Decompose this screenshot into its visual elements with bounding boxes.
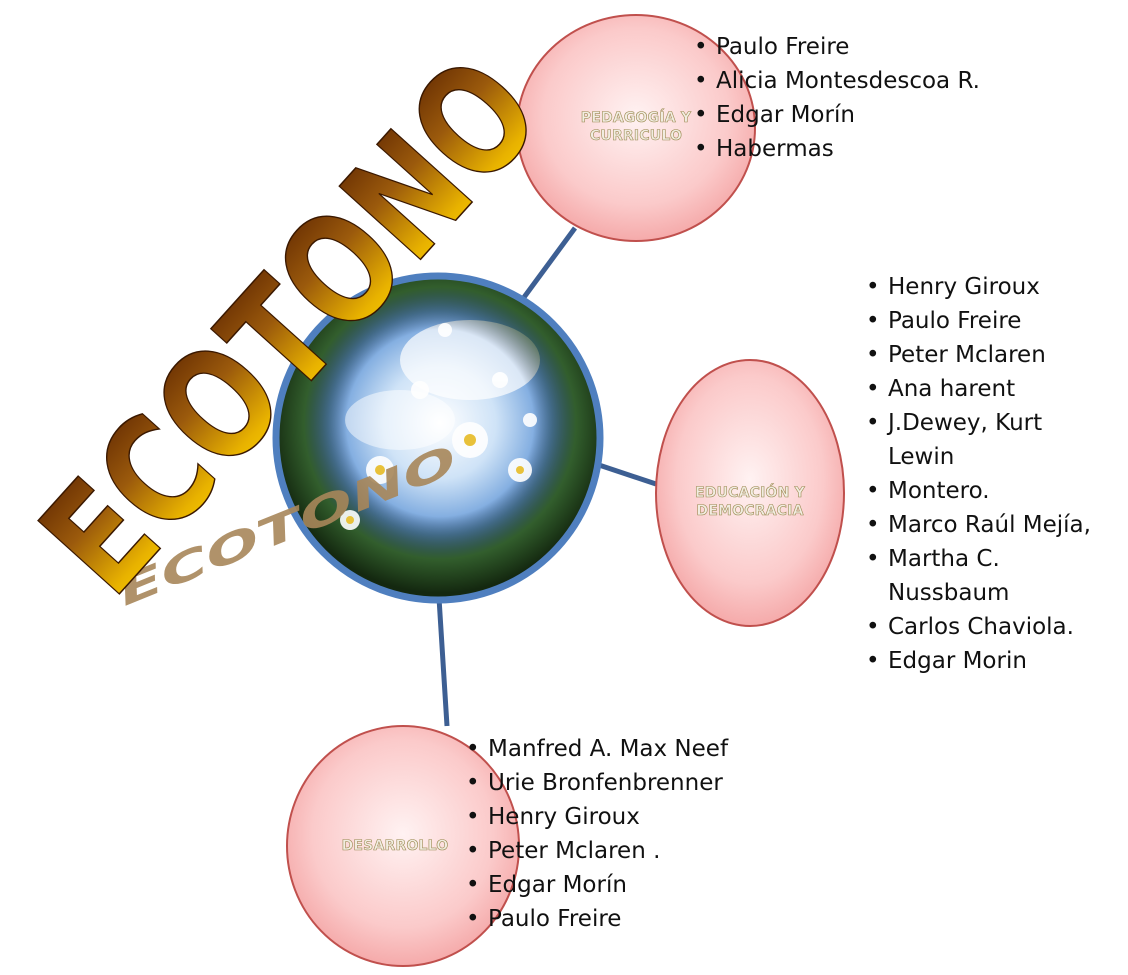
list-item: Paulo Freire bbox=[690, 30, 1050, 64]
label-educacion-line2: DEMOCRACIA bbox=[696, 503, 804, 520]
list-educacion: Henry Giroux Paulo Freire Peter Mclaren … bbox=[862, 270, 1124, 678]
list-item: Henry Giroux bbox=[862, 270, 1124, 304]
list-item: Paulo Freire bbox=[862, 304, 1124, 338]
label-educacion-line1: EDUCACIÓN Y bbox=[695, 485, 805, 502]
list-item: Peter Mclaren bbox=[862, 338, 1124, 372]
list-item: Edgar Morín bbox=[462, 868, 792, 902]
list-pedagogia: Paulo Freire Alicia Montesdescoa R. Edga… bbox=[690, 30, 1050, 166]
list-item: Habermas bbox=[690, 132, 1050, 166]
list-item: Manfred A. Max Neef bbox=[462, 732, 792, 766]
list-item: Henry Giroux bbox=[462, 800, 792, 834]
connector-desarrollo bbox=[436, 597, 450, 727]
list-item: Paulo Freire bbox=[462, 902, 792, 936]
connector-educacion bbox=[592, 460, 657, 487]
list-item: J.Dewey, Kurt Lewin bbox=[862, 406, 1088, 474]
list-item: Alicia Montesdescoa R. bbox=[690, 64, 1050, 98]
list-item: Montero. bbox=[862, 474, 1124, 508]
connector-pedagogia bbox=[519, 226, 578, 302]
list-item: Martha C. Nussbaum bbox=[862, 542, 1048, 610]
list-item: Edgar Morin bbox=[862, 644, 1124, 678]
label-desarrollo-line1: DESARROLLO bbox=[341, 838, 449, 855]
center-photo bbox=[272, 272, 604, 604]
list-item: Urie Bronfenbrenner bbox=[462, 766, 792, 800]
label-desarrollo: DESARROLLO bbox=[335, 837, 455, 855]
bubble-educacion bbox=[655, 359, 845, 627]
label-pedagogia-line1: PEDAGOGÍA Y bbox=[580, 110, 692, 127]
label-educacion: EDUCACIÓN Y DEMOCRACIA bbox=[680, 484, 820, 520]
list-item: Edgar Morín bbox=[690, 98, 1050, 132]
list-item: Marco Raúl Mejía, bbox=[862, 508, 1124, 542]
label-pedagogia-line2: CURRICULO bbox=[589, 128, 683, 145]
list-desarrollo: Manfred A. Max Neef Urie Bronfenbrenner … bbox=[462, 732, 792, 936]
label-pedagogia: PEDAGOGÍA Y CURRICULO bbox=[571, 109, 701, 145]
list-item: Peter Mclaren . bbox=[462, 834, 792, 868]
list-item: Ana harent bbox=[862, 372, 1124, 406]
list-item: Carlos Chaviola. bbox=[862, 610, 1124, 644]
